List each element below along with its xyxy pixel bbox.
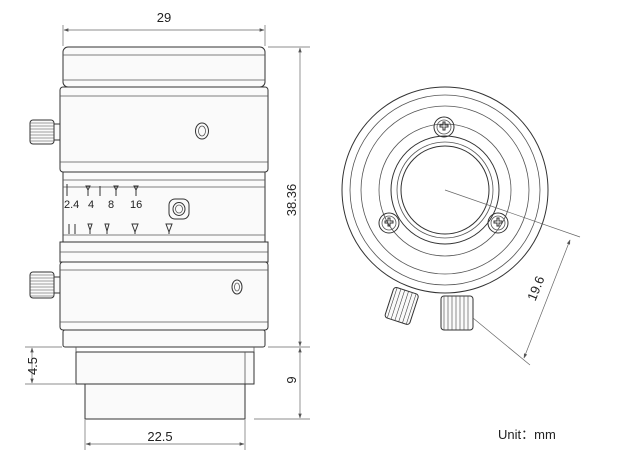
dim-front-distance <box>444 189 581 366</box>
iris-ring <box>59 261 269 331</box>
iris-thumb-screw <box>29 271 61 299</box>
dim-overall-height <box>268 46 310 348</box>
side-view: 2.4 4 8 16 <box>25 10 310 450</box>
front-cap <box>62 46 266 88</box>
front-view: 19.6 <box>341 86 581 366</box>
rear-shoulder <box>62 329 266 348</box>
dim-mount-height <box>254 347 310 420</box>
aperture-lock-screw <box>168 198 190 220</box>
lens-opening-inner <box>400 145 490 235</box>
front-knob-left <box>384 286 419 325</box>
front-knob-right <box>440 295 474 331</box>
aperture-label-2-4: 2.4 <box>64 199 79 211</box>
flange <box>75 351 255 385</box>
aperture-label-4: 4 <box>88 199 94 211</box>
set-screw-top <box>195 122 209 140</box>
set-screw-bottom <box>231 279 243 295</box>
dim-flange-height-label: 4.5 <box>25 357 40 375</box>
dim-mount-diameter <box>84 420 246 450</box>
dim-overall-width-label: 29 <box>157 10 171 25</box>
phillips-screw-left <box>378 212 400 234</box>
aperture-scale-top <box>66 184 139 196</box>
focus-thumb-screw <box>29 119 61 145</box>
phillips-screw-top <box>433 116 455 138</box>
aperture-scale-bottom <box>68 223 173 234</box>
dim-overall-width <box>62 25 266 46</box>
aperture-label-16: 16 <box>130 199 142 211</box>
dim-mount-height-label: 9 <box>284 376 299 383</box>
dim-overall-height-label: 38.36 <box>284 184 299 217</box>
phillips-screw-right <box>487 212 509 234</box>
dim-mount-diameter-label: 22.5 <box>147 429 172 444</box>
aperture-label-8: 8 <box>108 199 114 211</box>
dim-front-distance-label: 19.6 <box>524 274 547 303</box>
dim-flange-height <box>25 346 75 385</box>
c-mount <box>84 383 246 420</box>
lens-opening-outer <box>390 135 500 245</box>
focus-ring <box>59 86 269 173</box>
aperture-ring <box>62 171 266 243</box>
unit-label: Unit：mm <box>498 427 556 442</box>
outer-barrel-circle <box>341 86 549 294</box>
